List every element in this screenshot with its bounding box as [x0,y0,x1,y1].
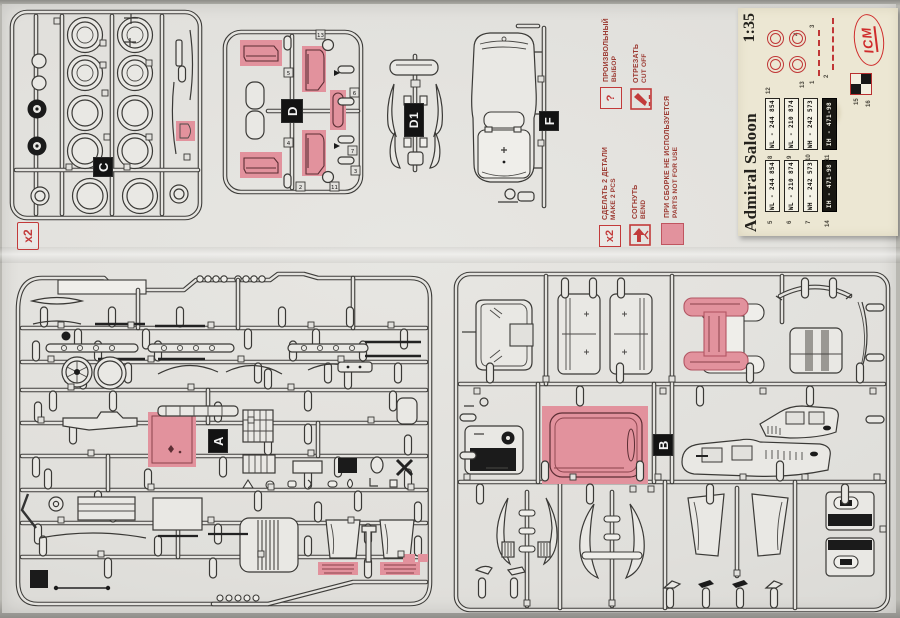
part-number-tags [463,375,887,607]
legend-nfu-en: PARTS NOT FOR USE [672,146,680,218]
svg-text:5: 5 [287,71,291,77]
not-for-use-part [176,121,195,141]
kit-scale: 1:35 [741,13,758,43]
tires [30,16,189,215]
part-number-tags [53,17,191,171]
icm-logo: ICM [850,12,888,68]
insignia-decal [789,56,806,73]
body-side-panels [681,405,839,477]
optional-symbol-icon: ? [600,87,622,109]
not-for-use-seats [240,40,346,178]
svg-text:6: 6 [353,91,357,97]
small-bracket-parts [474,565,784,609]
decal-index: 12 [766,87,772,94]
legend-optional-en: ВЫБОР [611,55,619,82]
legend-cutoff-ru: ОТРЕЗАТЬ [633,43,641,83]
legend-optional-ru: ПРОИЗВОЛЬНЫЙ [603,18,611,82]
legend-optional: ? ПРОИЗВОЛЬНЫЙ ВЫБОР [600,18,622,109]
decal-index: 3 [810,24,816,28]
decal-sheet: Admiral Saloon 1:35 WL - 244 854 WL - 21… [738,8,898,236]
legend-make2: x2 СДЕЛАТЬ 2 ДЕТАЛИ MAKE 2 PCS [599,145,621,247]
sprue-label-a: A [209,430,227,452]
sprue-b-diagram [453,271,891,613]
svg-text:11: 11 [331,185,338,191]
svg-text:3: 3 [354,169,358,175]
not-for-use-frame-part [683,297,765,374]
decal-index: 5 [768,220,774,224]
sprue-label-c: C [94,158,112,176]
cutoff-knife-icon [630,88,652,110]
trim-decal-stripe [832,18,834,70]
make2-symbol-icon: x2 [599,225,621,247]
runners [19,275,429,607]
thin-parts [124,14,194,155]
sprue-label-d1: D1 [405,104,423,136]
legend-bend-en: BEND [640,199,648,219]
svg-text:4: 4 [287,141,291,147]
svg-text:2: 2 [299,185,303,191]
license-plate: WH - 242 573 [803,160,818,212]
banded-door-parts [825,491,875,577]
decal-index: 13 [800,81,806,88]
not-for-use-swatch-icon [660,223,684,245]
license-plate: WL - 210 874 [784,98,799,150]
part-number-tags: 13 5 4 6 7 3 11 2 [283,29,361,192]
license-plate: WL - 244 854 [765,98,780,150]
trim-decal-stripe [818,30,820,76]
legend-cutoff-en: CUT OFF [641,53,649,83]
decal-sheet-content: Admiral Saloon 1:35 WL - 244 854 WL - 21… [738,8,898,236]
legend-make2-en: MAKE 2 PCS [610,178,618,220]
insignia-decal [767,30,784,47]
svg-text:7: 7 [351,149,355,155]
decal-index: 9 [787,155,793,159]
sprue-c-multiplier-badge: x2 [17,222,39,250]
not-for-use-roof [542,406,648,484]
decal-index: 7 [806,220,812,224]
decal-index: 6 [787,220,793,224]
sprue-d-diagram: 13 5 4 6 7 3 11 2 [222,29,364,195]
runner-circles [196,275,266,283]
door-panels [557,293,653,375]
decal-index: 14 [825,220,831,227]
license-plate: WL - 244 854 [765,160,780,212]
decal-index: 10 [806,154,812,161]
sprue-c-diagram [9,9,203,221]
fender-parts [496,497,645,580]
license-plate: WL - 210 874 [784,160,799,212]
legend-not-for-use: ПРИ СБОРКЕ НЕ ИСПОЛЬЗУЕТСЯ PARTS NOT FOR… [660,95,684,245]
decal-index: 11 [825,154,831,161]
kit-title: Admiral Saloon [741,113,760,232]
sprue-label-b: B [654,435,672,455]
dashboard-part [464,397,524,475]
sprue-label-f: F [540,112,558,130]
license-plate: WH - 242 573 [803,98,818,150]
decal-index: 1 [810,80,816,84]
insignia-decal [767,56,784,73]
sprue-b-pills [459,277,885,505]
legend-make2-ru: СДЕЛАТЬ 2 ДЕТАЛИ [602,146,610,220]
part-number-tags [37,321,415,558]
license-plate: IH - 471-98 [822,98,837,150]
legend-cutoff: ОТРЕЗАТЬ CUT OFF [630,42,652,110]
legend-bend-ru: СОГНУТЬ [632,184,640,219]
white-parts [245,35,355,189]
decal-index: 8 [768,155,774,159]
sprue-label-d: D [282,100,302,122]
sprue-a-diagram [15,271,433,607]
windshield-frame-part [462,299,534,371]
license-plate: IH - 471-98 [822,160,837,212]
decal-index: 16 [866,100,872,107]
small-wheels [27,53,47,156]
checker-flag-decal [850,73,872,95]
svg-text:13: 13 [317,33,324,39]
decal-index: 2 [824,74,830,78]
bumper-and-bench [775,284,868,374]
chassis-parts [20,296,428,602]
insignia-decal [789,30,806,47]
legend-nfu-ru: ПРИ СБОРКЕ НЕ ИСПОЛЬЗУЕТСЯ [664,95,672,218]
legend-bend: СОГНУТЬ BEND [629,182,651,246]
bend-icon [629,224,651,246]
decal-index: 15 [854,98,860,105]
sprue-f-diagram [471,23,547,209]
